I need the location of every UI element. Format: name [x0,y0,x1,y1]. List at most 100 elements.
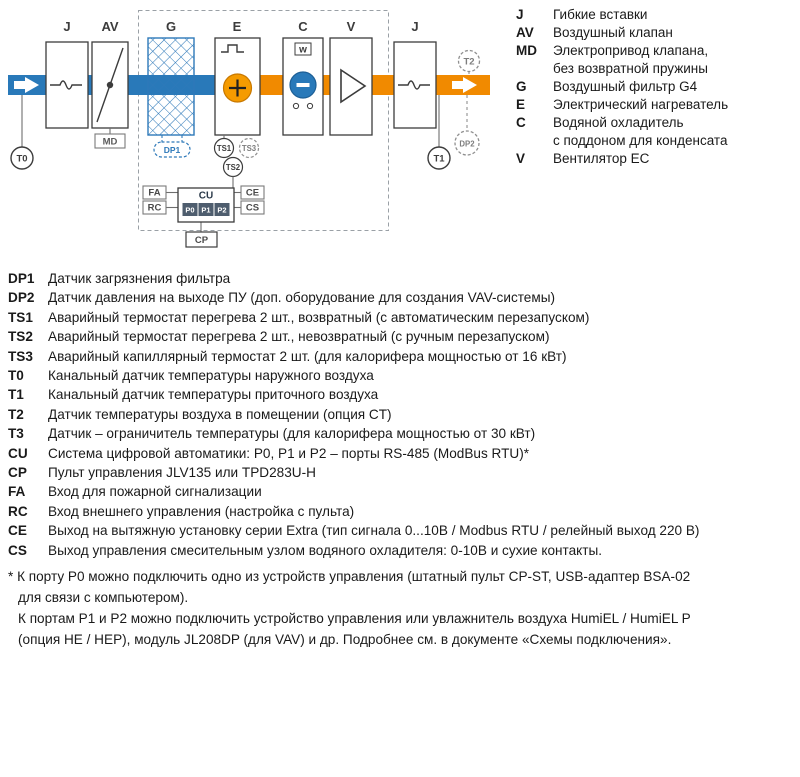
abbr-row-t1: T1 Канальный датчик температуры приточно… [8,385,699,404]
abbr-row-cu: CU Система цифровой автоматики: P0, P1 и… [8,444,699,463]
footnote-line: К портам P1 и P2 можно подключить устрой… [18,611,691,626]
ce-terminal [240,185,265,200]
air-damper [91,41,129,134]
t0-label: T0 [16,154,27,165]
water-cooler: w [282,37,324,136]
t2-label: T2 [463,57,474,68]
abbr-text: Датчик загрязнения фильтра [48,271,231,286]
abbr-key: CP [8,465,27,481]
ts1-label: TS1 [217,144,232,153]
filter-pressure-sensor: DP1 [153,135,191,158]
t2-circle [457,49,481,73]
thermostat-ts3: TS3 [238,137,260,159]
legend-row: G Воздушный фильтр G4 [516,78,728,96]
abbr-row-cs: CS Выход управления смесительным узлом в… [8,541,699,560]
footnote-line: * К порту P0 можно подключить одно из ус… [8,569,691,584]
ts2-label: TS2 [226,163,241,172]
abbr-row-dp2: DP2 Датчик давления на выходе ПУ (доп. о… [8,288,699,307]
legend-row: MD Электропривод клапана, без возвратной… [516,42,728,78]
abbr-row-fa: FA Вход для пожарной сигнализации [8,482,699,501]
ahu-schematic: J AV G E C V J MD [0,0,500,260]
flex-insert-right [393,41,437,129]
abbr-row-ce: CE Выход на вытяжную установку серии Ext… [8,521,699,540]
rc-terminal [142,200,167,215]
abbr-key: T1 [8,387,24,403]
port-p1 [198,203,214,216]
legend-row: AV Воздушный клапан [516,24,728,42]
legend-row: V Вентилятор ЕС [516,150,728,168]
abbr-text: Датчик – ограничитель температуры (для к… [48,426,536,442]
abbr-text: Датчик давления на выходе ПУ (доп. обору… [48,290,556,306]
abbr-text: Пульт управления JLV135 или TPD283U-H [48,465,316,481]
abbr-key: DP2 [8,290,35,306]
cp-label: CP [195,235,209,246]
legend-text: Гибкие вставки [553,7,648,22]
legend-text: Воздушный клапан [553,25,673,40]
thermal-cutout-icon [221,44,244,53]
unit-boundary [138,10,389,231]
abbr-key: TS1 [8,309,33,325]
abbr-key: TS3 [8,348,33,364]
label-v: V [347,19,356,34]
abbreviation-list: DP1 Датчик загрязнения фильтра DP2 Датчи… [8,269,699,560]
label-c: C [298,19,308,34]
legend-key: V [516,151,526,166]
electric-heater [214,37,261,136]
damper-pivot-icon [106,81,114,89]
abbr-key: CS [8,542,27,558]
t0-circle [10,146,34,170]
legend-row: C Водяной охладитель с поддоном для конд… [516,114,728,150]
fan-triangle-icon [340,68,367,104]
abbr-text: Вход для пожарной сигнализации [48,484,262,500]
flex-insert-wave-icon [50,80,82,90]
abbr-key: T3 [8,426,24,442]
air-filter [147,37,195,136]
legend-key: MD [516,43,537,58]
abbr-text: Аварийный капиллярный термостат 2 шт. (д… [48,348,567,364]
abbr-key: RC [8,503,28,519]
abbr-key: CU [8,445,28,461]
legend-text: Электрический нагреватель [553,97,729,112]
component-legend: J Гибкие вставки AV Воздушный клапан MD … [516,6,728,168]
label-j1: J [63,19,70,34]
cooler-pipe-left-icon [292,102,300,110]
legend-row: J Гибкие вставки [516,6,728,24]
legend-key: J [516,7,524,22]
dp2-label: DP2 [459,140,475,149]
p2-label: P2 [217,206,226,215]
cooler-valve-box [294,42,312,56]
fan [329,37,373,136]
md-box [94,133,126,149]
port-p2 [214,203,230,216]
fa-label: FA [148,188,160,199]
legend-text: Электропривод клапана, без возвратной пр… [553,43,709,76]
fa-terminal [142,185,167,200]
filter-box [147,37,195,136]
abbr-row-ts1: TS1 Аварийный термостат перегрева 2 шт.,… [8,308,699,327]
abbr-row-t3: T3 Датчик – ограничитель температуры (дл… [8,424,699,443]
flex-insert-left [45,41,89,129]
thermostat-ts1: TS1 [213,135,235,159]
label-av: AV [101,19,118,34]
abbr-row-t2: T2 Датчик температуры воздуха в помещени… [8,405,699,424]
thermostat-ts2: TS2 [222,156,244,178]
p1-label: P1 [201,206,210,215]
md-label: MD [103,137,118,148]
legend-text: Воздушный фильтр G4 [553,79,698,94]
cooler-pipe-right-icon [306,102,314,110]
dp1-label: DP1 [164,145,181,155]
ts1-circle [213,137,235,159]
legend-key: E [516,97,526,112]
supply-arrow-icon [452,77,477,93]
t1-label: T1 [433,154,445,165]
legend-row: E Электрический нагреватель [516,96,728,114]
cp-box [185,231,218,248]
ahu-schematic-svg: J AV G E C V J MD [8,10,490,248]
abbr-text: Вход внешнего управления (настройка с пу… [48,503,355,519]
sensor-dp2: DP2 [454,95,480,156]
sensor-t2: T2 [457,49,481,75]
dp1-badge [153,141,191,158]
abbr-text: Аварийный термостат перегрева 2 шт., нев… [48,329,550,345]
legend-key: G [516,79,527,94]
sensor-t1: T1 [427,95,451,170]
